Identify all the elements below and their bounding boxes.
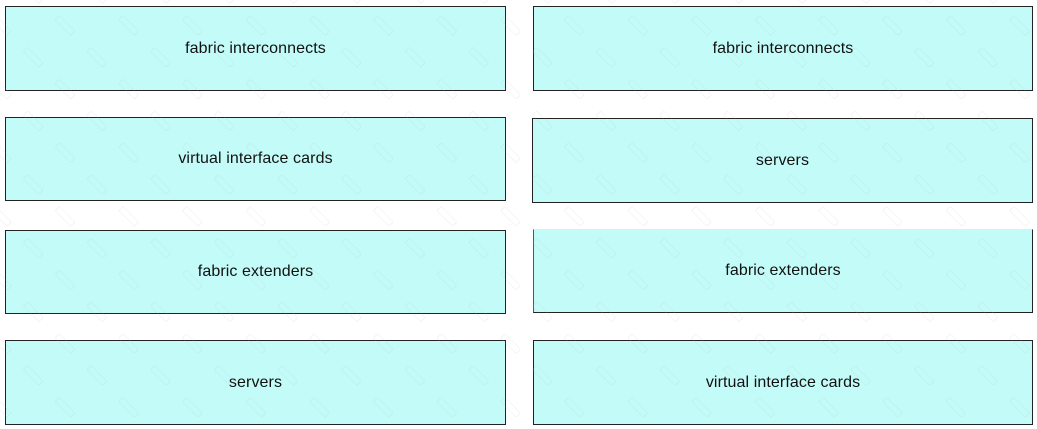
right-slot-label: virtual interface cards — [705, 373, 861, 391]
left-item-label: fabric extenders — [197, 263, 314, 280]
right-slot-label: fabric extenders — [725, 262, 841, 279]
left-item-label: virtual interface cards — [178, 150, 333, 167]
left-item-fabric-interconnects[interactable]: fabric interconnects — [5, 6, 506, 91]
left-item-virtual-interface-cards[interactable]: virtual interface cards — [5, 117, 506, 201]
left-item-label: servers — [228, 373, 283, 391]
left-item-label: fabric interconnects — [185, 39, 326, 57]
right-slot-1[interactable]: fabric interconnects — [533, 6, 1033, 91]
right-slot-4[interactable]: virtual interface cards — [533, 340, 1033, 425]
left-item-fabric-extenders[interactable]: fabric extenders — [5, 230, 506, 314]
right-slot-label: servers — [755, 151, 810, 169]
right-slot-label: fabric interconnects — [712, 39, 854, 57]
right-slot-3[interactable]: fabric extenders — [533, 229, 1033, 313]
left-item-servers[interactable]: servers — [5, 340, 506, 425]
right-slot-2[interactable]: servers — [532, 118, 1033, 203]
